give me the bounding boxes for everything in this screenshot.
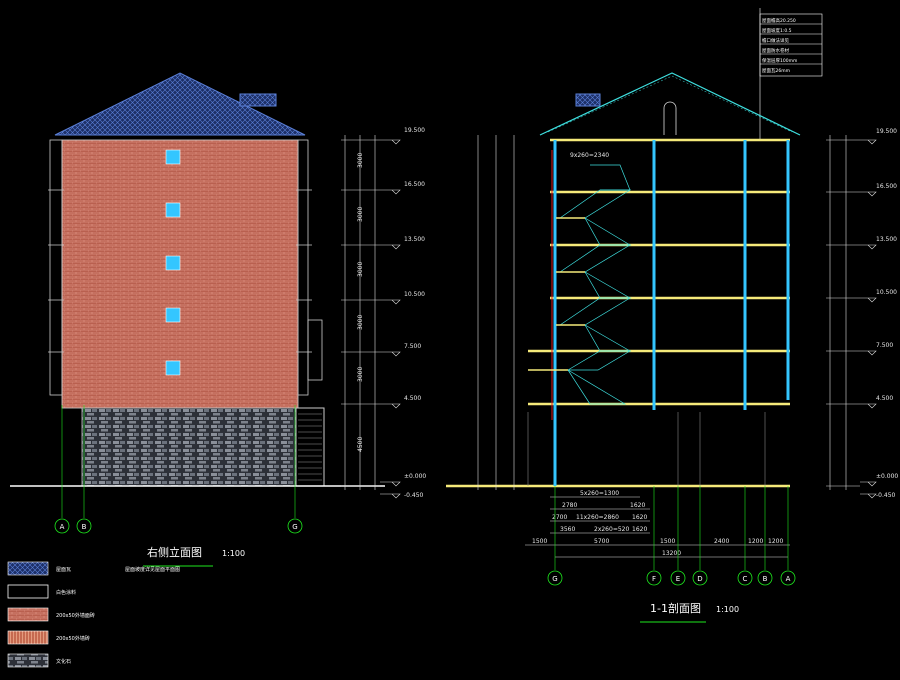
level-label: 16.500: [404, 181, 425, 188]
storey-dim: 3000: [357, 315, 364, 330]
level-label: 19.500: [876, 128, 897, 135]
axis-bubble: A: [786, 575, 791, 583]
level-label: 10.500: [876, 289, 897, 296]
section-axis-bubbles: [547, 570, 796, 586]
section-level-marks: [860, 139, 877, 499]
note-line: 檐口做法详见: [762, 37, 789, 44]
axis-bubble: F: [652, 575, 656, 583]
note-line: 屋面瓦26mm: [762, 68, 790, 74]
legend-label: 屋面瓦: [56, 567, 71, 573]
elevation-windows: [165, 149, 181, 376]
note-line: 屋面檐高20.250: [762, 17, 796, 24]
storey-dim: 4500: [357, 437, 364, 452]
level-label: -0.450: [404, 492, 424, 499]
elevation-level-marks: [380, 139, 401, 499]
bottom-dim: 2400: [714, 538, 729, 545]
note-line: 屋面坡度1:0.5: [762, 27, 792, 34]
bottom-dim: 1500: [660, 538, 675, 545]
axis-bubble: G: [552, 575, 557, 583]
elevation-axis-bubbles: [54, 518, 303, 534]
floor-slabs: [446, 138, 790, 488]
level-label: 13.500: [876, 236, 897, 243]
storey-dim: 3000: [357, 262, 364, 277]
bottom-dim: 1200: [748, 538, 763, 545]
staircase: [558, 164, 632, 405]
bottom-dim: 1620: [632, 514, 647, 521]
elevation-scale: 1:100: [222, 549, 245, 558]
bottom-dim: 1620: [632, 526, 647, 533]
legend-label: 文化石: [56, 658, 71, 665]
bottom-dim: 3560: [560, 526, 575, 533]
elevation-title: 右侧立面图: [147, 545, 202, 559]
section-roof: [539, 72, 801, 136]
overall-dim: 13200: [662, 550, 681, 557]
axis-bubble: C: [743, 575, 748, 583]
level-label: 16.500: [876, 183, 897, 190]
axis-bubble: E: [676, 575, 680, 583]
legend: 屋面瓦 屋面坡度详见屋面平面图 白色涂料 200x50外墙面砖 200x50外墙…: [7, 561, 180, 668]
level-label: 7.500: [404, 343, 421, 350]
note-line: 保温层厚100mm: [762, 57, 797, 64]
bottom-dim: 1500: [532, 538, 547, 545]
level-label: ±0.000: [876, 473, 898, 480]
side-elevation: A B G 3000 3000 3000 3000 3000 4500 19.5…: [10, 72, 426, 567]
storey-dim: 3000: [357, 207, 364, 222]
notes-box: 屋面檐高20.250 屋面坡度1:0.5 檐口做法详见 屋面防水卷材 保温层厚1…: [759, 8, 823, 140]
section-columns: [551, 140, 790, 486]
axis-bubble: B: [82, 523, 87, 531]
bottom-dim: 5x260=1300: [580, 490, 619, 497]
level-label: 13.500: [404, 236, 425, 243]
elevation-stone-base: [81, 407, 297, 487]
bottom-dim: 1620: [630, 502, 645, 509]
bottom-dim: 2780: [562, 502, 577, 509]
legend-note: 屋面坡度详见屋面平面图: [125, 566, 180, 573]
bottom-dim: 1200: [768, 538, 783, 545]
level-label: 4.500: [404, 395, 421, 402]
axis-bubble: D: [697, 575, 702, 583]
bottom-dim: 5700: [594, 538, 609, 545]
legend-label: 200x50外墙砖: [56, 635, 90, 642]
bottom-dim: 2700: [552, 514, 567, 521]
level-label: 19.500: [404, 127, 425, 134]
section-title: 1-1剖面图: [650, 601, 701, 615]
legend-label: 白色涂料: [56, 589, 76, 596]
stair-dim: 9x260=2340: [570, 152, 609, 159]
bottom-dim: 2x260=520: [594, 526, 629, 533]
level-label: ±0.000: [404, 473, 426, 480]
legend-label: 200x50外墙面砖: [56, 612, 95, 619]
storey-dim: 3000: [357, 367, 364, 382]
level-label: 10.500: [404, 291, 425, 298]
level-label: -0.450: [876, 492, 896, 499]
axis-bubble: G: [292, 523, 297, 531]
level-label: 7.500: [876, 342, 893, 349]
note-line: 屋面防水卷材: [762, 47, 789, 54]
level-label: 4.500: [876, 395, 893, 402]
axis-bubble: A: [60, 523, 65, 531]
section-scale: 1:100: [716, 605, 739, 614]
bottom-dim: 11x260=2860: [576, 514, 619, 521]
section-drawing: 屋面檐高20.250 屋面坡度1:0.5 檐口做法详见 屋面防水卷材 保温层厚1…: [446, 8, 898, 623]
storey-dim: 3000: [357, 153, 364, 168]
axis-bubble: B: [763, 575, 768, 583]
